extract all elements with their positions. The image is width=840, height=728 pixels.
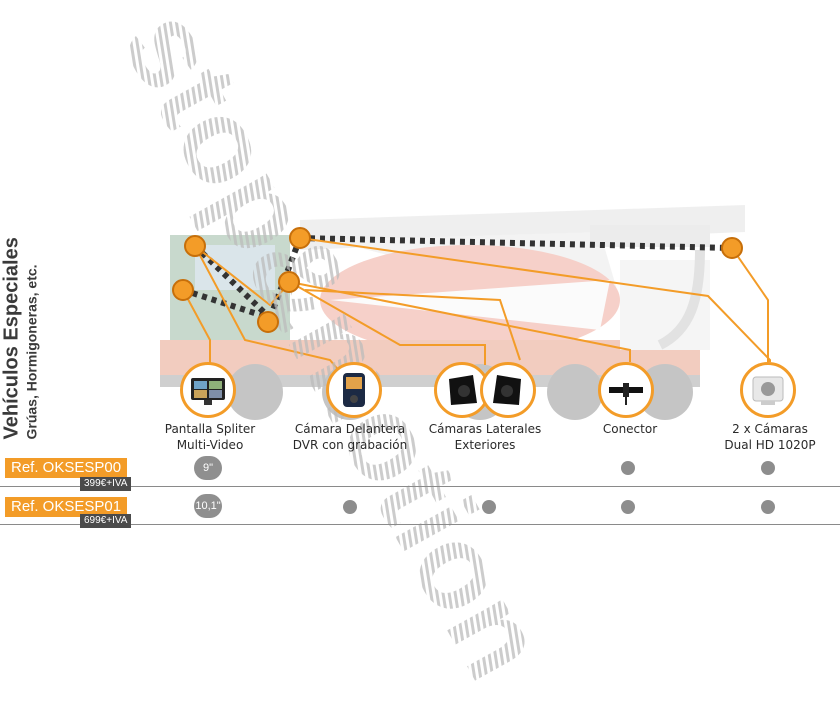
included-dot-connector [621,461,635,475]
section-subtitle: Grúas, Hormigoneras, etc. [23,264,40,440]
section-heading: Vehículos Especiales Grúas, Hormigoneras… [0,237,40,440]
product-side-camera-2[interactable] [480,362,536,418]
included-dot-connector [621,500,635,514]
included-dot-dual-camera [761,461,775,475]
kit-ref-label: Ref. OKSESP01 [5,497,128,517]
kit-ref-label: Ref. OKSESP00 [5,458,128,478]
watermark-text: stop&motion [97,0,573,700]
marker-boom-end [721,237,743,259]
product-dual-camera[interactable] [740,362,796,418]
included-dot-dashcam [343,500,357,514]
kit-row-divider [0,486,840,487]
monitor-icon [191,378,225,405]
marker-boom-top [289,227,311,249]
camera-icon [752,376,784,405]
connector-lines [182,237,771,373]
product-dashcam[interactable] [326,362,382,418]
marker-boom-front [278,271,300,293]
marker-cab-center [257,311,279,333]
product-monitor[interactable] [180,362,236,418]
connector-icon [609,383,643,405]
marker-cab-side [172,279,194,301]
product-label-connector: Conector [602,422,658,436]
kit-price-badge: 399€+IVA [80,477,132,491]
side-camera-icon [493,375,521,405]
marker-cab-top [184,235,206,257]
kit-price-badge: 699€+IVA [80,514,132,528]
screen-size-badge: 9" [194,456,222,480]
product-connector[interactable] [598,362,654,418]
included-dot-dual-camera [761,500,775,514]
section-title: Vehículos Especiales [0,237,23,440]
side-camera-icon [449,375,477,405]
included-dot-side-cameras [482,500,496,514]
kit-row-divider [0,524,840,525]
screen-size-badge: 10,1" [194,494,222,518]
dashcam-icon [343,373,365,407]
